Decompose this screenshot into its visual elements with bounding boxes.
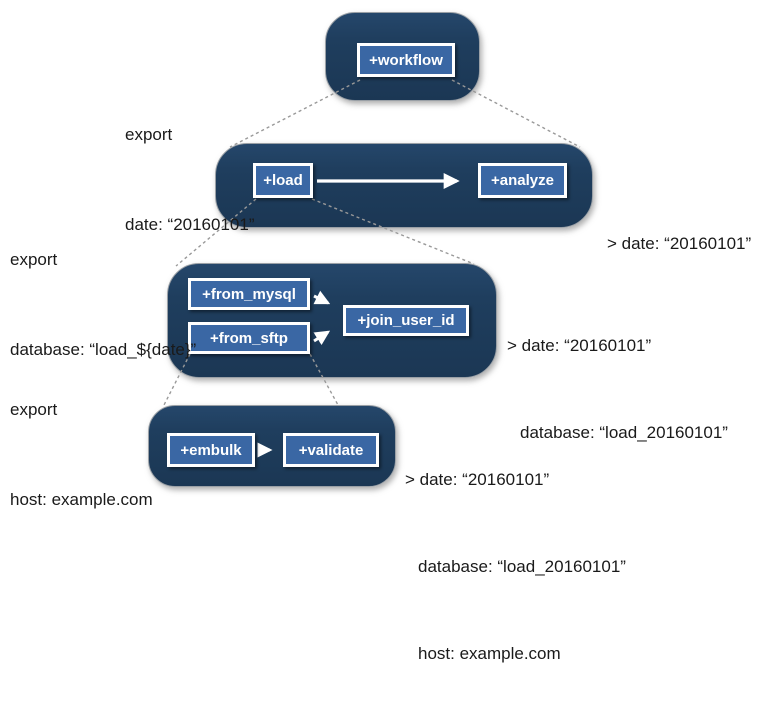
- task-validate: +validate: [283, 433, 379, 467]
- export-value: host: example.com: [10, 490, 153, 509]
- task-from-sftp: +from_sftp: [188, 322, 310, 354]
- export-keyword: export: [10, 400, 58, 419]
- inherited-params-from-group: > date: “20160101” database: “load_20160…: [507, 273, 728, 505]
- export-keyword: export: [10, 250, 58, 269]
- param-line: > date: “20160101”: [507, 336, 652, 355]
- task-workflow: +workflow: [357, 43, 455, 77]
- inherited-params-embulk-group: > date: “20160101” database: “load_20160…: [405, 407, 626, 726]
- param-line: > date: “20160101”: [405, 470, 550, 489]
- task-join-user-id: +join_user_id: [343, 305, 469, 336]
- task-from-mysql: +from_mysql: [188, 278, 310, 310]
- param-line: database: “load_20160101”: [418, 557, 626, 576]
- export-keyword: export: [125, 125, 173, 144]
- param-line: > date: “20160101”: [607, 234, 752, 253]
- inherited-params-load-group: > date: “20160101”: [607, 171, 751, 316]
- task-load: +load: [253, 163, 313, 198]
- task-embulk: +embulk: [167, 433, 255, 467]
- workflow-diagram: +workflow +load +analyze +from_mysql +fr…: [10, 12, 751, 663]
- param-line: host: example.com: [418, 644, 561, 663]
- export-annotation-from-sftp: export host: example.com: [10, 335, 153, 575]
- param-line: database: “load_20160101”: [520, 423, 728, 442]
- task-analyze: +analyze: [478, 163, 567, 198]
